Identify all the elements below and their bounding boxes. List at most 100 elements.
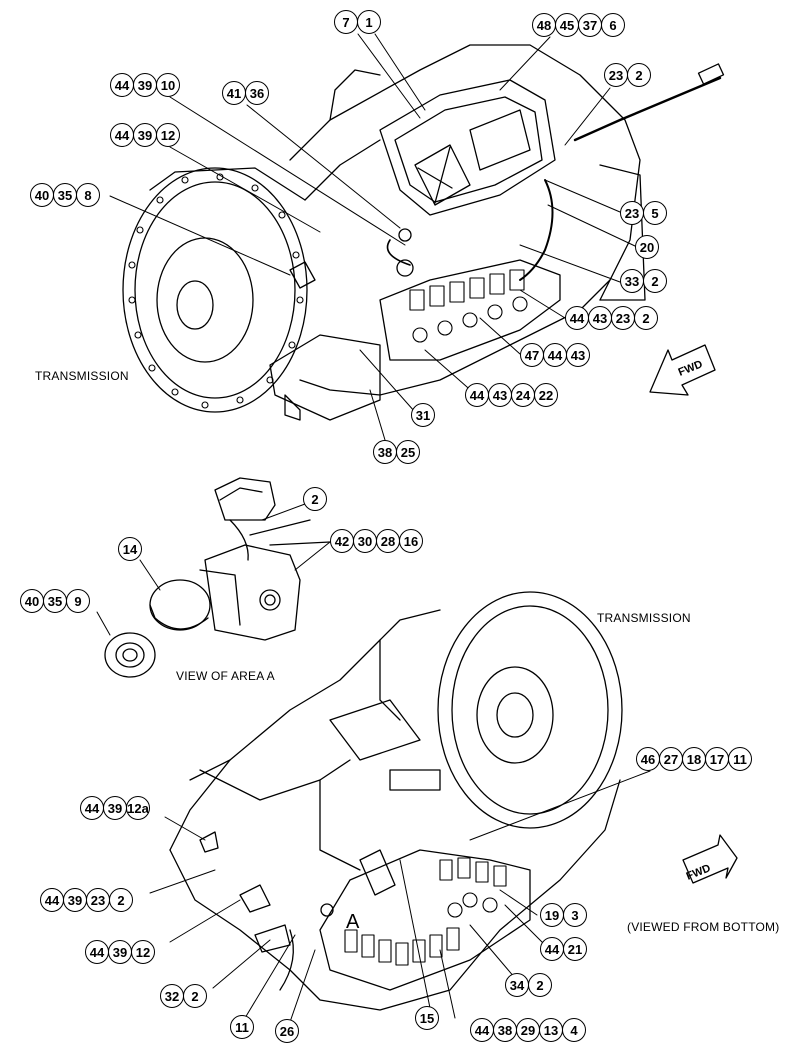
callout-number: 44 bbox=[40, 888, 64, 912]
callout-number: 39 bbox=[108, 940, 132, 964]
callout-47-44-43: 47 44 43 bbox=[520, 343, 590, 367]
transmission-label-top: TRANSMISSION bbox=[35, 369, 129, 383]
callout-44-39-10: 44 39 10 bbox=[110, 73, 180, 97]
callout-number: 36 bbox=[245, 81, 269, 105]
callout-number: 45 bbox=[555, 13, 579, 37]
callout-23-2-top: 23 2 bbox=[604, 63, 651, 87]
callout-number: 12 bbox=[131, 940, 155, 964]
callout-number: 32 bbox=[160, 984, 184, 1008]
converter-housing-bottom bbox=[437, 591, 623, 829]
callout-number: 10 bbox=[156, 73, 180, 97]
callout-number: 39 bbox=[133, 123, 157, 147]
callout-number: 41 bbox=[222, 81, 246, 105]
area-a-connector bbox=[214, 477, 276, 521]
callout-number: 30 bbox=[353, 529, 377, 553]
callout-34-2: 34 2 bbox=[505, 973, 552, 997]
callout-15: 15 bbox=[415, 1006, 439, 1030]
callout-number: 2 bbox=[109, 888, 133, 912]
callout-number: 3 bbox=[563, 903, 587, 927]
fwd-arrow-bottom bbox=[682, 834, 738, 884]
callout-number: 18 bbox=[682, 747, 706, 771]
callout-number: 2 bbox=[303, 487, 327, 511]
callout-number: 44 bbox=[470, 1018, 494, 1042]
callout-number: 35 bbox=[53, 183, 77, 207]
callout-44-21: 44 21 bbox=[540, 937, 587, 961]
callout-number: 24 bbox=[511, 383, 535, 407]
callout-44-39-12-bottom: 44 39 12 bbox=[85, 940, 155, 964]
callout-number: 39 bbox=[103, 796, 127, 820]
callout-44-39-12-top: 44 39 12 bbox=[110, 123, 180, 147]
callout-number: 35 bbox=[43, 589, 67, 613]
callout-number: 38 bbox=[493, 1018, 517, 1042]
view-of-area-a-label: VIEW OF AREA A bbox=[176, 669, 275, 683]
callout-number: 44 bbox=[565, 306, 589, 330]
callout-44-39-12a: 44 39 12a bbox=[80, 796, 150, 820]
callout-number: 11 bbox=[728, 747, 752, 771]
callout-number: 43 bbox=[566, 343, 590, 367]
callout-31: 31 bbox=[411, 403, 435, 427]
callout-number: 40 bbox=[20, 589, 44, 613]
callout-number: 12 bbox=[156, 123, 180, 147]
callout-number: 44 bbox=[80, 796, 104, 820]
callout-number: 38 bbox=[373, 440, 397, 464]
callout-number: 20 bbox=[635, 235, 659, 259]
fwd-arrow-top bbox=[649, 344, 716, 396]
callout-number: 37 bbox=[578, 13, 602, 37]
callout-number: 23 bbox=[620, 201, 644, 225]
callout-number: 12a bbox=[126, 796, 150, 820]
callout-number: 23 bbox=[604, 63, 628, 87]
callout-33-2: 33 2 bbox=[620, 269, 667, 293]
callout-number: 9 bbox=[66, 589, 90, 613]
callout-number: 40 bbox=[30, 183, 54, 207]
callout-number: 28 bbox=[376, 529, 400, 553]
callout-44-43-24-22: 44 43 24 22 bbox=[465, 383, 558, 407]
callout-44-39-23-2: 44 39 23 2 bbox=[40, 888, 133, 912]
callout-number: 43 bbox=[488, 383, 512, 407]
callout-number: 46 bbox=[636, 747, 660, 771]
callout-number: 14 bbox=[118, 537, 142, 561]
callout-number: 39 bbox=[63, 888, 87, 912]
viewed-from-bottom-label: (VIEWED FROM BOTTOM) bbox=[627, 920, 780, 934]
callout-number: 31 bbox=[411, 403, 435, 427]
callout-number: 16 bbox=[399, 529, 423, 553]
transmission-label-bottom: TRANSMISSION bbox=[597, 611, 691, 625]
callout-number: 44 bbox=[110, 123, 134, 147]
callout-number: 1 bbox=[357, 10, 381, 34]
callout-46-27-18-17-11: 46 27 18 17 11 bbox=[636, 747, 752, 771]
callout-38-25: 38 25 bbox=[373, 440, 420, 464]
callout-number: 47 bbox=[520, 343, 544, 367]
callout-number: 44 bbox=[110, 73, 134, 97]
callout-number: 22 bbox=[534, 383, 558, 407]
callout-14: 14 bbox=[118, 537, 142, 561]
callout-23-5: 23 5 bbox=[620, 201, 667, 225]
callout-32-2: 32 2 bbox=[160, 984, 207, 1008]
callout-26: 26 bbox=[275, 1019, 299, 1043]
callout-number: 2 bbox=[183, 984, 207, 1008]
callout-number: 8 bbox=[76, 183, 100, 207]
callout-number: 42 bbox=[330, 529, 354, 553]
callout-42-30-28-16: 42 30 28 16 bbox=[330, 529, 423, 553]
callout-41-36: 41 36 bbox=[222, 81, 269, 105]
callout-number: 44 bbox=[465, 383, 489, 407]
callout-number: 17 bbox=[705, 747, 729, 771]
area-a-bushing bbox=[104, 632, 156, 678]
callout-number: 44 bbox=[543, 343, 567, 367]
callout-number: 15 bbox=[415, 1006, 439, 1030]
callout-2-mid: 2 bbox=[303, 487, 327, 511]
area-a-marker: A bbox=[346, 911, 360, 933]
callout-number: 34 bbox=[505, 973, 529, 997]
callout-number: 27 bbox=[659, 747, 683, 771]
callout-number: 23 bbox=[611, 306, 635, 330]
callout-19-3: 19 3 bbox=[540, 903, 587, 927]
callout-40-35-9: 40 35 9 bbox=[20, 589, 90, 613]
fwd-label-top: FWD bbox=[677, 358, 705, 379]
callout-number: 2 bbox=[634, 306, 658, 330]
callout-number: 11 bbox=[230, 1015, 254, 1039]
valve-body-top bbox=[379, 259, 561, 361]
callout-number: 5 bbox=[643, 201, 667, 225]
callout-number: 13 bbox=[539, 1018, 563, 1042]
callout-number: 23 bbox=[86, 888, 110, 912]
callout-48-45-37-6: 48 45 37 6 bbox=[532, 13, 625, 37]
fwd-label-bottom: FWD bbox=[685, 862, 713, 883]
